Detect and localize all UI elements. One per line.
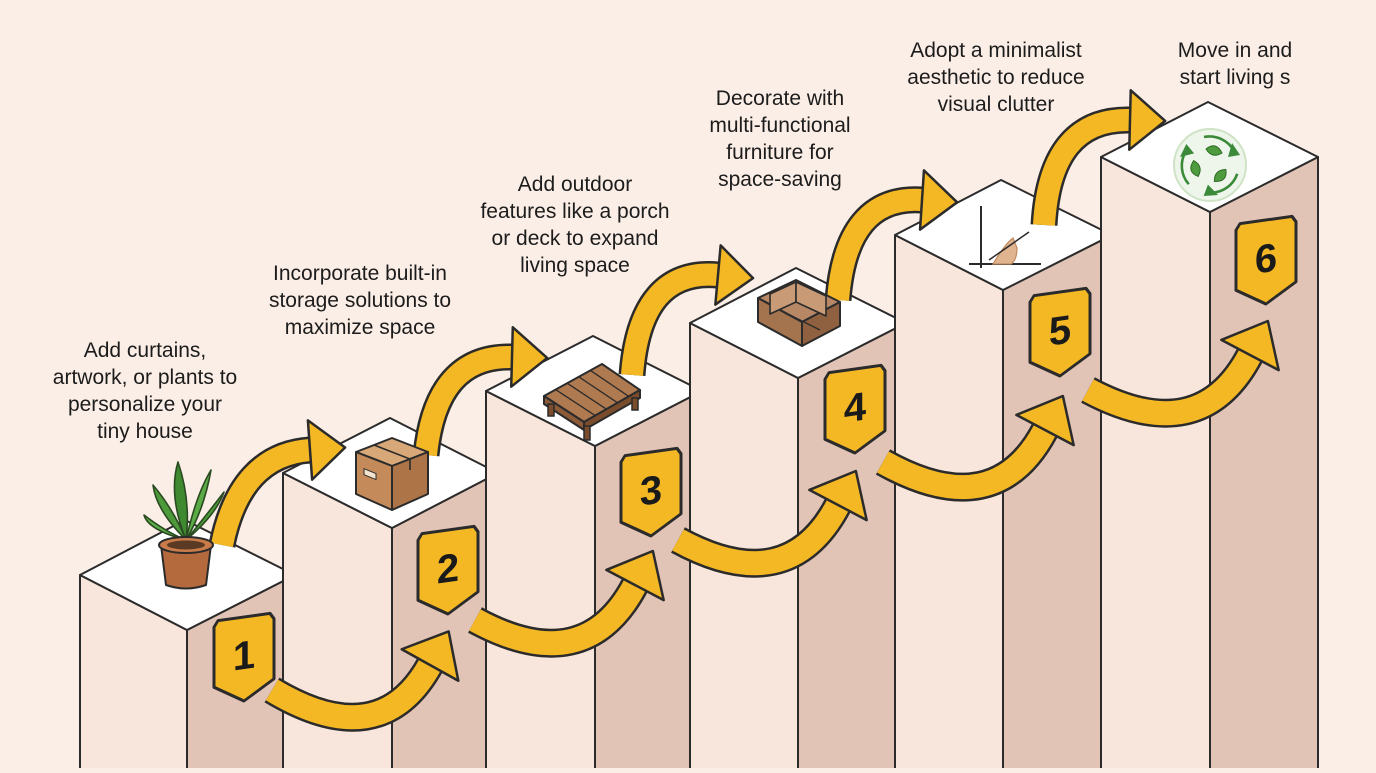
step-2-caption: Incorporate built-in storage solutions t…: [268, 262, 452, 339]
step-4-badge: 4: [823, 363, 887, 455]
side-arrow-2-to-3: [468, 549, 665, 658]
side-arrow-1-to-2: [264, 630, 460, 732]
recycle-leaves-icon: [1173, 128, 1247, 202]
cardboard-box-icon: [355, 437, 429, 511]
step-6-number: 6: [1255, 235, 1277, 283]
side-arrow-3-to-4: [671, 469, 868, 578]
top-arrow-5-to-6: [1030, 89, 1167, 226]
potted-plant-icon: [143, 461, 225, 590]
side-arrow-5-to-6: [1081, 319, 1280, 428]
step-6-caption: Move in and start living s: [1177, 39, 1293, 89]
top-arrow-2-to-3: [412, 326, 549, 457]
step-5-caption: Adopt a minimalist aesthetic to reduce v…: [907, 39, 1085, 116]
step-1-number: 1: [233, 632, 255, 680]
minimal-chart-icon: [969, 206, 1041, 268]
top-arrow-3-to-4: [618, 244, 755, 377]
step-5-number: 5: [1049, 307, 1071, 355]
step-1-badge: 1: [212, 611, 276, 703]
step-4-caption: Decorate with multi-functional furniture…: [709, 87, 851, 191]
side-arrow-4-to-5: [875, 394, 1075, 502]
icons-layer: [143, 128, 1247, 590]
step-1-caption: Add curtains, artwork, or plants to pers…: [52, 339, 238, 443]
step-3-caption: Add outdoor features like a porch or dec…: [480, 173, 670, 277]
step-5-column: [894, 179, 1113, 773]
top-arrow-1-to-2: [208, 419, 347, 548]
wooden-deck-icon: [543, 363, 641, 441]
badges-layer: 1 2 3 4 5 6: [212, 214, 1298, 703]
step-3-badge: 3: [619, 446, 683, 538]
step-2-number: 2: [437, 545, 459, 593]
step-4-number: 4: [844, 384, 867, 432]
step-2-badge: 2: [416, 524, 480, 616]
step-6-badge: 6: [1234, 214, 1298, 306]
step-3-number: 3: [640, 467, 662, 515]
step-5-badge: 5: [1028, 286, 1092, 378]
top-arrow-4-to-5: [824, 169, 959, 302]
arrows-layer: [208, 89, 1280, 732]
sofa-icon: [757, 279, 841, 347]
